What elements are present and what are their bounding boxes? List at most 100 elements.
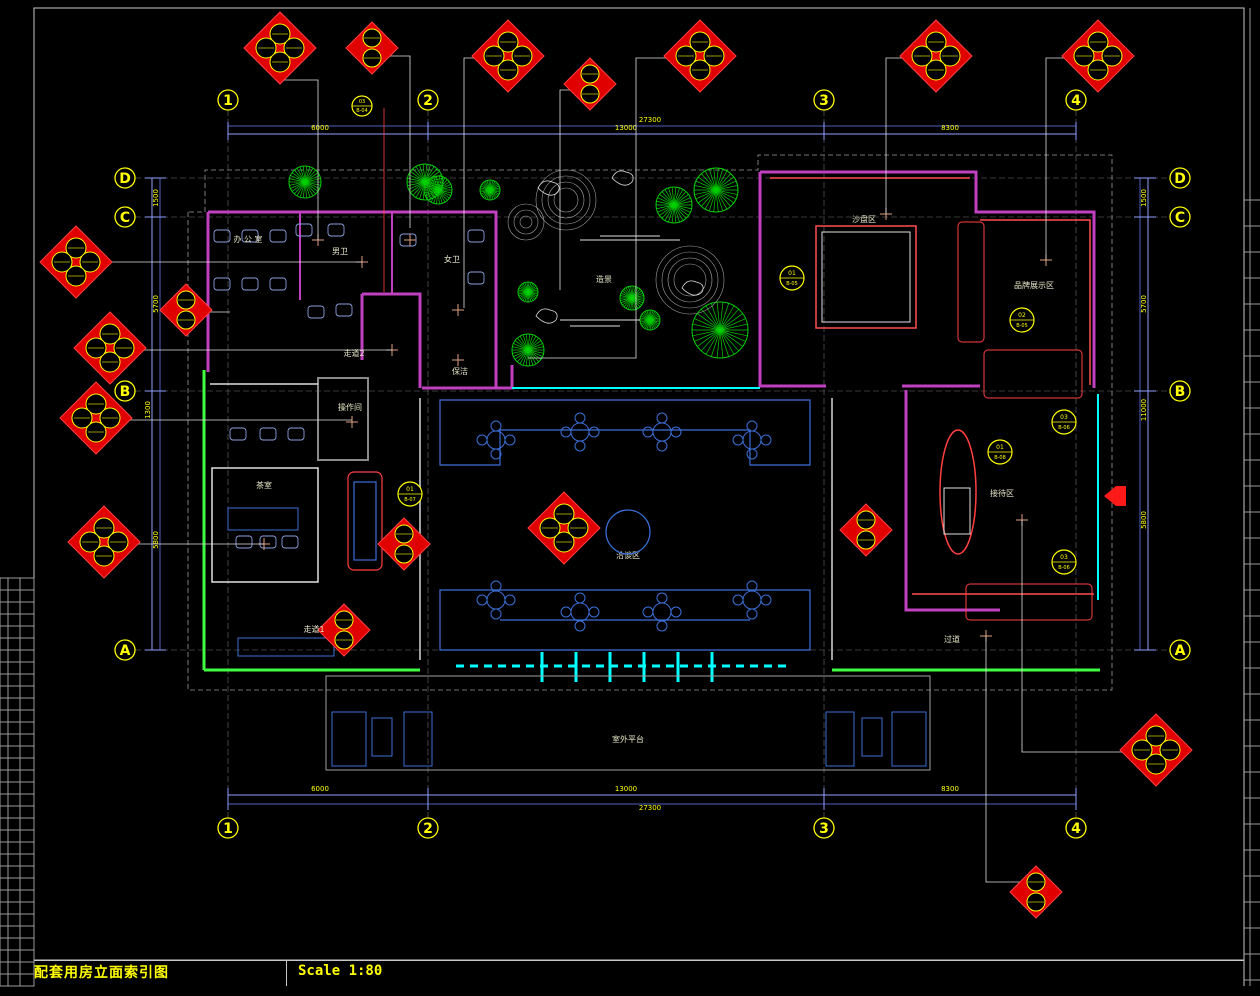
elevation-index-diamond bbox=[563, 57, 617, 111]
room-label-cleaning: 保洁 bbox=[452, 366, 468, 376]
elevation-index-diamond bbox=[663, 19, 737, 93]
svg-text:03: 03 bbox=[1060, 554, 1068, 561]
dim-top-1: 6000 bbox=[311, 124, 329, 132]
room-label-women-wc: 女卫 bbox=[444, 254, 460, 264]
axis-col-2-top: 2 bbox=[423, 93, 433, 109]
svg-text:01: 01 bbox=[996, 444, 1004, 451]
rock-symbol bbox=[681, 280, 704, 296]
axis-row-b-left: B bbox=[120, 384, 131, 400]
index-tag-03-upper: 03 B-06 bbox=[1051, 409, 1077, 435]
room-label-corridor-2: 走道2 bbox=[343, 348, 364, 358]
elevation-index-diamond bbox=[471, 19, 545, 93]
dim-bottom-total: 27300 bbox=[639, 804, 661, 812]
dimension-top bbox=[227, 122, 1077, 140]
water-ripple bbox=[507, 203, 545, 241]
index-tag-01-sand: 01 B-05 bbox=[779, 265, 805, 291]
axis-row-a-right: A bbox=[1175, 643, 1186, 659]
tree-symbol bbox=[479, 179, 501, 201]
elevation-index-diamond bbox=[1119, 713, 1193, 787]
elevation-index-diamond bbox=[899, 19, 973, 93]
room-label-office: 办 公 室 bbox=[233, 234, 262, 244]
room-label-sand-table: 沙盘区 bbox=[852, 214, 876, 224]
dim-bottom-2: 13000 bbox=[615, 785, 637, 793]
room-label-display: 品牌展示区 bbox=[1014, 280, 1054, 290]
svg-text:01: 01 bbox=[788, 270, 796, 277]
title-divider bbox=[286, 960, 287, 986]
tree-symbol bbox=[639, 309, 661, 331]
rock-symbol bbox=[537, 180, 560, 196]
room-label-garden: 造景 bbox=[596, 274, 612, 284]
elevation-index-diamond bbox=[159, 283, 213, 337]
elevation-index-diamond bbox=[1061, 19, 1135, 93]
tree-symbol bbox=[511, 333, 545, 367]
table-set bbox=[732, 420, 772, 460]
elevation-index-diamond bbox=[1009, 865, 1063, 919]
room-label-reception: 接待区 bbox=[990, 488, 1014, 498]
office-furniture bbox=[213, 223, 485, 657]
tree-symbol bbox=[288, 165, 322, 199]
axis-row-d-right: D bbox=[1174, 171, 1186, 187]
dim-right-1: 1500 bbox=[1140, 189, 1148, 207]
water-ripple bbox=[655, 245, 725, 315]
elevation-index-diamond bbox=[317, 603, 371, 657]
table-set bbox=[476, 420, 516, 460]
axis-col-2-bottom: 2 bbox=[423, 821, 433, 837]
axis-bubbles bbox=[114, 89, 1191, 839]
dim-top-total: 27300 bbox=[639, 116, 661, 124]
room-label-passage: 过道 bbox=[944, 634, 960, 644]
axis-row-c-right: C bbox=[1175, 210, 1185, 226]
table-set bbox=[476, 580, 516, 620]
elevation-index-diamond bbox=[527, 491, 601, 565]
table-set bbox=[560, 592, 600, 632]
room-label-corridor-1: 走道1 bbox=[303, 624, 324, 634]
axis-col-1-bottom: 1 bbox=[223, 821, 233, 837]
index-leaders bbox=[96, 55, 1156, 883]
table-set bbox=[642, 412, 682, 452]
round-table bbox=[605, 509, 651, 555]
dimension-bottom bbox=[227, 788, 1077, 810]
index-tag-02-display: 02 B-05 bbox=[1009, 307, 1035, 333]
svg-text:B-07: B-07 bbox=[404, 497, 416, 503]
tree-symbol bbox=[693, 167, 739, 213]
tree-symbol bbox=[655, 186, 693, 224]
sand-table bbox=[815, 221, 1093, 621]
stepping-stones bbox=[560, 235, 680, 327]
table-set bbox=[732, 580, 772, 620]
index-tag-03-lower: 03 B-06 bbox=[1051, 549, 1077, 575]
elevation-index-diamond bbox=[67, 505, 141, 579]
axis-col-3-bottom: 3 bbox=[819, 821, 829, 837]
right-legend-strip bbox=[1244, 8, 1260, 986]
elevation-index-diamond bbox=[377, 517, 431, 571]
elevation-index-symbols bbox=[39, 11, 1193, 919]
elevation-index-diamond bbox=[39, 225, 113, 299]
room-label-platform: 室外平台 bbox=[612, 734, 644, 744]
dim-left-2: 5700 bbox=[152, 295, 160, 313]
axis-row-c-left: C bbox=[120, 210, 130, 226]
elevation-index-diamond bbox=[345, 21, 399, 75]
elevation-index-diamond bbox=[243, 11, 317, 85]
walls bbox=[202, 170, 1100, 672]
dimension-right bbox=[1134, 177, 1156, 651]
axis-col-4-top: 4 bbox=[1071, 93, 1081, 109]
entrance-glass bbox=[456, 652, 790, 682]
drawing-scale: Scale 1:80 bbox=[298, 963, 383, 979]
room-label-tea-room: 茶室 bbox=[256, 480, 272, 490]
svg-text:B-06: B-06 bbox=[1058, 565, 1070, 571]
drawing-frame bbox=[33, 7, 1245, 961]
entrance-arrow bbox=[1104, 486, 1126, 506]
outdoor-platform bbox=[325, 675, 931, 771]
garden-plants bbox=[288, 163, 749, 367]
dim-right-4: 5800 bbox=[1140, 511, 1148, 529]
drawing-title: 配套用房立面索引图 bbox=[34, 965, 169, 981]
index-tag-01-bar: 01 B-07 bbox=[397, 481, 423, 507]
dim-right-2: 5700 bbox=[1140, 295, 1148, 313]
dim-left-4: 5800 bbox=[152, 531, 160, 549]
index-tag-03-corridor: 03 B-04 bbox=[351, 95, 373, 117]
svg-text:B-04: B-04 bbox=[356, 108, 368, 114]
site-boundary bbox=[187, 154, 1113, 691]
corridor-bench bbox=[237, 637, 335, 657]
axis-row-b-right: B bbox=[1175, 384, 1186, 400]
dim-top-2: 13000 bbox=[615, 124, 637, 132]
svg-text:03: 03 bbox=[1060, 414, 1068, 421]
